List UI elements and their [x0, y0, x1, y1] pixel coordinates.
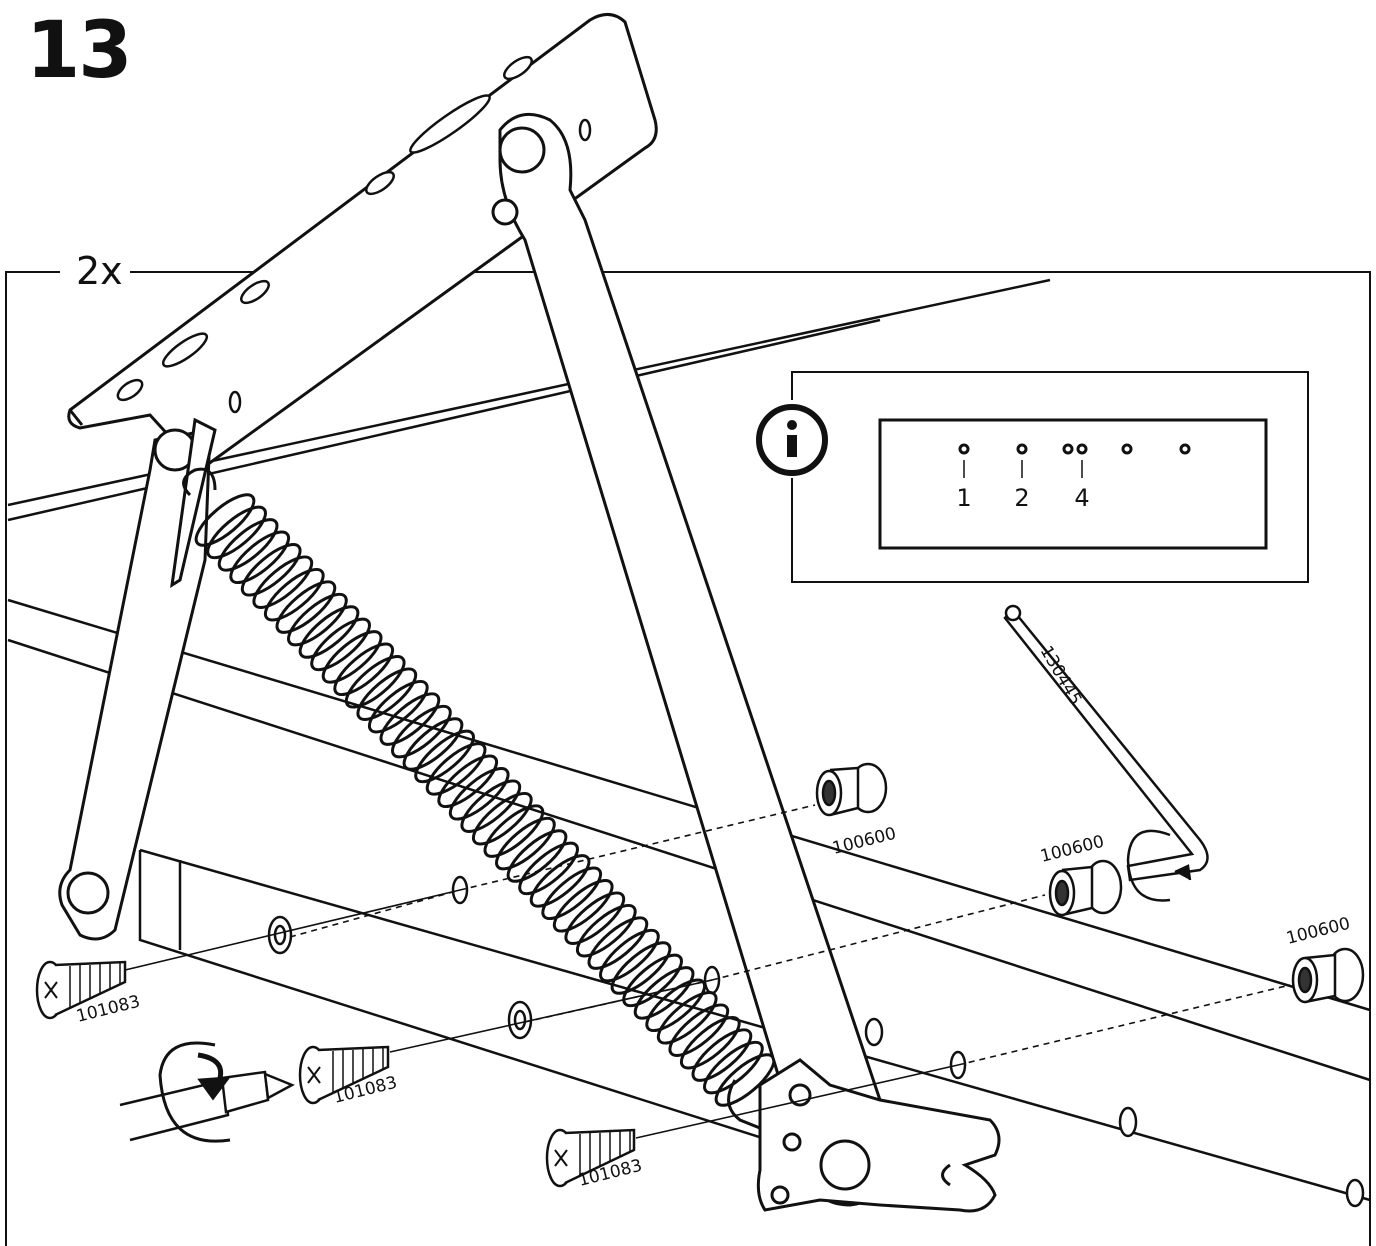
- spring-coil: [240, 543, 302, 597]
- spring-coil: [229, 530, 291, 584]
- info-panel: 1 2 4: [756, 371, 1309, 583]
- spring-coil: [610, 941, 672, 995]
- spring-coil: [287, 592, 348, 647]
- spring-coil: [541, 866, 603, 920]
- spring-coil: [471, 792, 533, 846]
- hole-markers: [958, 443, 1191, 455]
- spring-coil: [310, 617, 371, 672]
- screw-a: [35, 960, 127, 1020]
- spring-coil: [518, 841, 579, 896]
- spring-coil: [622, 953, 683, 1008]
- hole-label-4: 4: [1074, 484, 1089, 512]
- screwdriver-icon: [119, 1070, 295, 1142]
- spring-coil: [356, 667, 418, 721]
- spring-coil: [333, 642, 395, 696]
- quantity-label: 2x: [70, 252, 129, 290]
- spring-coil: [703, 1040, 764, 1095]
- spring-coil: [679, 1016, 741, 1070]
- spring-coil: [587, 916, 649, 970]
- screw-b: [298, 1045, 390, 1105]
- spring-coil: [402, 717, 464, 771]
- spring-coil: [344, 655, 406, 709]
- spring-coil: [414, 729, 475, 784]
- spring-coil: [483, 804, 545, 858]
- assembly-guide-lines: [124, 804, 1291, 1139]
- spring-coil: [252, 555, 314, 609]
- bottom-mounting-bracket: [756, 1058, 1001, 1213]
- hole-label-2: 2: [1014, 484, 1029, 512]
- spring-coil: [495, 816, 556, 871]
- spring-coil: [529, 854, 591, 908]
- spring-coil: [391, 704, 452, 759]
- spring-coil: [263, 568, 325, 622]
- part-label-hex-key: 130445: [1036, 643, 1086, 709]
- hole-label-1: 1: [956, 484, 971, 512]
- spring-coil: [367, 680, 429, 734]
- step-number: 13: [26, 6, 133, 96]
- spring-coil: [506, 829, 568, 883]
- spring-coil: [275, 580, 337, 634]
- sleeve-nut-a: [815, 762, 888, 817]
- spring-coil: [691, 1028, 753, 1082]
- frame-holes: [267, 875, 1365, 1208]
- extension-spring: [182, 467, 791, 1142]
- spring-coil: [379, 692, 441, 746]
- spring-coil: [217, 518, 279, 572]
- spring-coil: [575, 904, 637, 958]
- spring-coil: [194, 493, 256, 547]
- spring-coil: [668, 1003, 730, 1057]
- part-label-sleeve-nut-c: 100600: [1284, 914, 1352, 949]
- spring-coil: [599, 928, 660, 983]
- spring-coil: [425, 742, 487, 796]
- spring-coil: [321, 630, 383, 684]
- left-arm: [58, 417, 217, 941]
- info-icon: [756, 404, 828, 476]
- spring-coil: [298, 605, 360, 659]
- hex-key-icon: [1003, 604, 1209, 902]
- spring-coil: [552, 879, 614, 933]
- spring-coil: [633, 966, 695, 1020]
- sleeve-nut-c: [1291, 947, 1365, 1004]
- rotate-clockwise-icon: [158, 1041, 232, 1143]
- spring-coil: [656, 991, 718, 1045]
- spring-coil: [448, 767, 510, 821]
- spring-coil: [437, 754, 499, 808]
- sleeve-nut-b: [1048, 859, 1123, 917]
- part-label-sleeve-nut-a: 100600: [830, 824, 898, 859]
- screw-c: [545, 1128, 636, 1188]
- spring-coil: [206, 505, 267, 560]
- spring-coil: [564, 891, 626, 945]
- spring-coil: [460, 779, 522, 833]
